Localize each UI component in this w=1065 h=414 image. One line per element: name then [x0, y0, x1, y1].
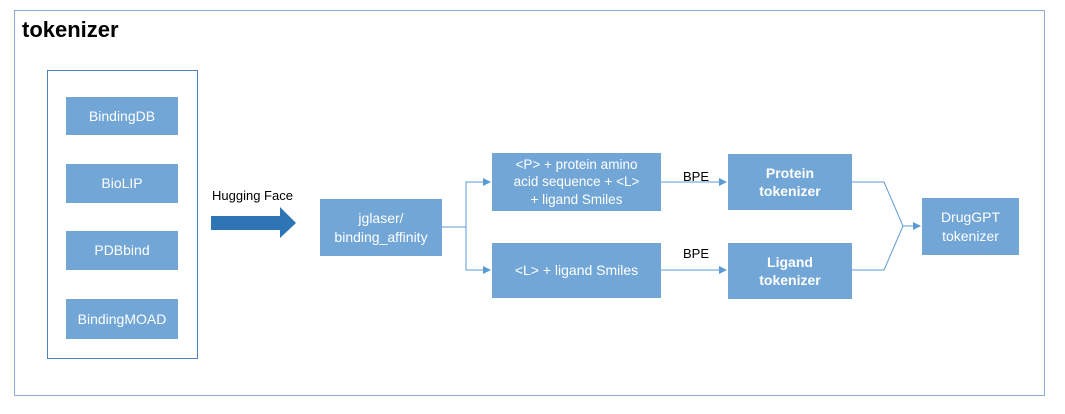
dataset-biolip: BioLIP: [66, 164, 178, 203]
dataset-pdbbind: PDBbind: [66, 231, 178, 270]
ligand-input-box: <L> + ligand Smiles: [492, 243, 661, 298]
hugging-face-label: Hugging Face: [212, 188, 293, 203]
dataset-group: [47, 70, 198, 359]
binding-affinity-box: jglaser/binding_affinity: [320, 199, 442, 256]
bpe-label-top: BPE: [683, 169, 710, 184]
dataset-bindingdb: BindingDB: [66, 97, 178, 135]
bpe-label-bottom: BPE: [683, 246, 710, 261]
dataset-bindingmoad: BindingMOAD: [66, 299, 178, 339]
diagram-frame: [14, 10, 1045, 396]
diagram-title: tokenizer: [22, 17, 119, 42]
